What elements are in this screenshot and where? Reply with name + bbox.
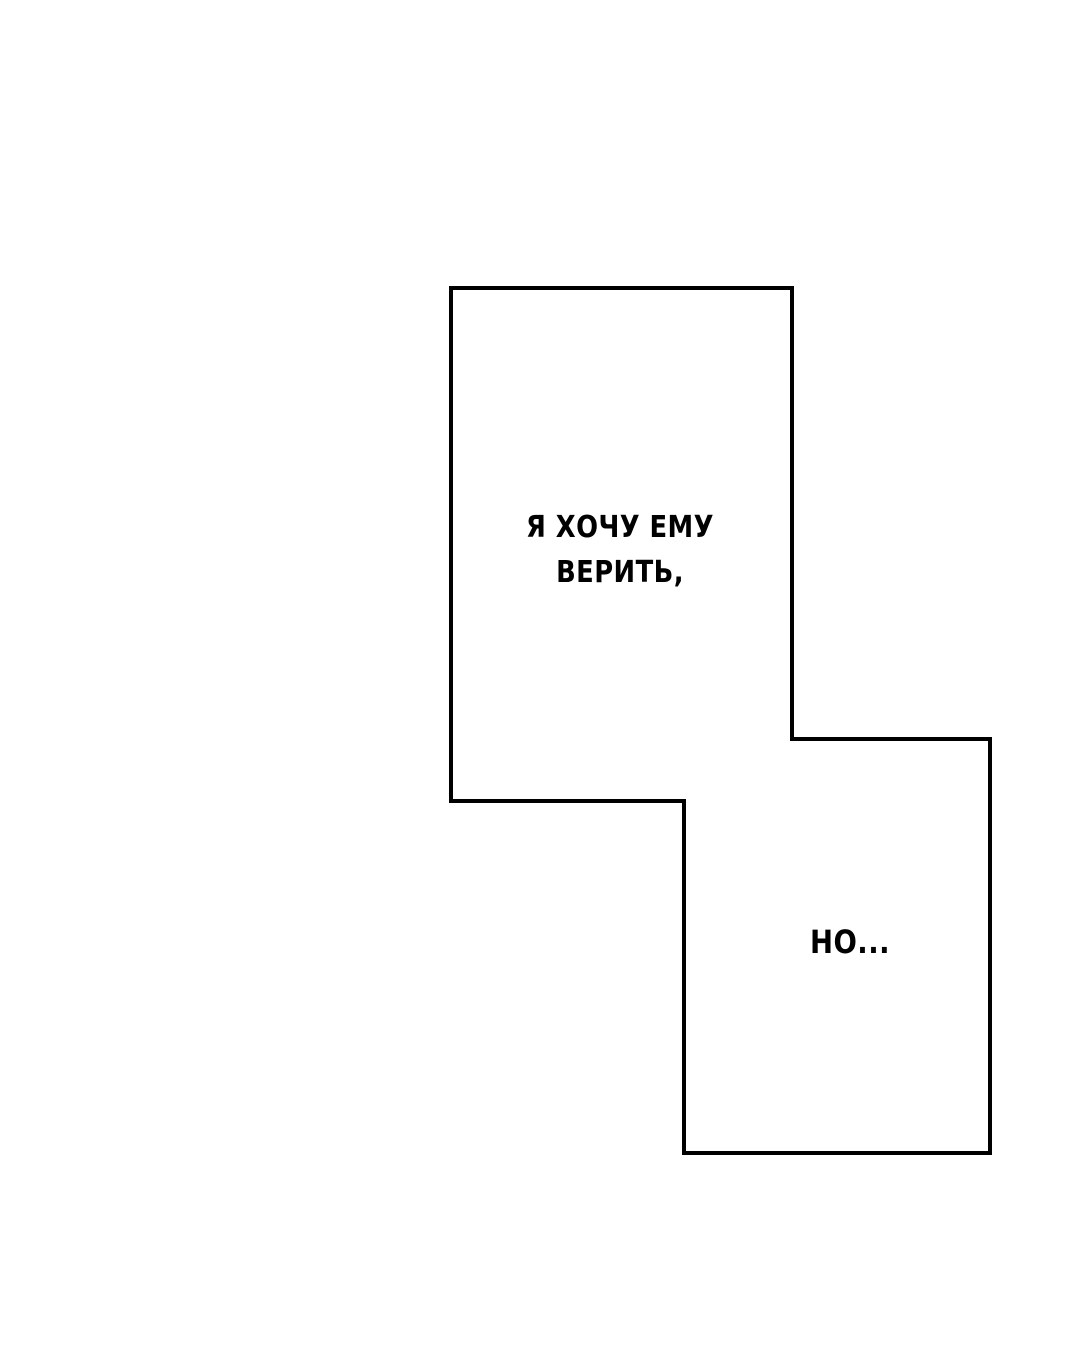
stepped-panel-border — [449, 286, 992, 1155]
caption-upper-line-1: Я ХОЧУ ЕМУ — [526, 510, 714, 545]
caption-upper-line-2: ВЕРИТЬ, — [556, 555, 684, 590]
caption-lower: НО... — [807, 922, 893, 962]
caption-upper: Я ХОЧУ ЕМУ ВЕРИТЬ, — [517, 505, 723, 595]
caption-lower-text: НО... — [810, 923, 890, 961]
